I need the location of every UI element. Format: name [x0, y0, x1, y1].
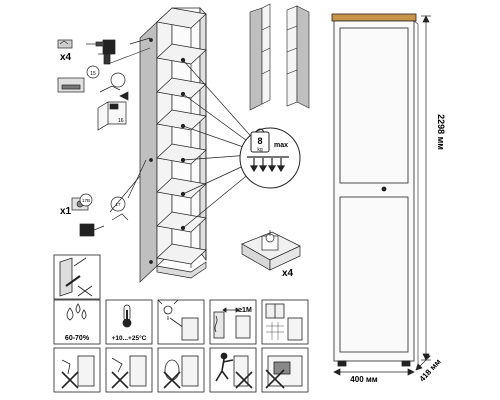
door-upper-panel [339, 27, 409, 184]
wardrobe-body [333, 20, 415, 362]
shelf-leader-lines [180, 57, 257, 231]
screw-count-hinge: x1 [60, 206, 72, 217]
screw-count-top: x4 [60, 52, 72, 63]
door-side-panel [139, 21, 158, 283]
drill-icon [102, 39, 116, 55]
part-code-2: 16 [118, 118, 124, 124]
depth-dimension-label: 418 мм [418, 357, 443, 383]
width-dimension-label: 400 мм [350, 375, 377, 384]
max-load-badge: 8 kg max [239, 127, 301, 189]
leveler-count: x4 [282, 268, 294, 279]
care-icons-row-top [53, 299, 309, 345]
screwdriver-icon [79, 223, 95, 237]
door-knob [381, 186, 387, 192]
dimension-lines [333, 15, 431, 376]
leveler-foot-icon [241, 230, 301, 271]
shelves [156, 43, 207, 265]
wooden-top [331, 13, 417, 22]
distance-label: ≥1M [238, 307, 252, 314]
down-arrows-icon [249, 158, 286, 173]
screw-assembly-detail [57, 39, 129, 131]
assembled-wardrobe [331, 13, 419, 367]
door-lower-panel [339, 196, 409, 353]
load-value: 8 [257, 136, 262, 146]
bracket-icon [57, 39, 73, 49]
thumbnail-door-right [286, 5, 310, 109]
load-qualifier: max [274, 142, 288, 149]
temperature-label: +10...+25°C [112, 334, 147, 342]
height-dimension-label: 2298 мм [436, 114, 446, 150]
part-code-4: 17 [115, 202, 121, 207]
load-unit: kg [257, 147, 263, 153]
door-mount-icon [53, 254, 101, 300]
bottom-plinth [156, 261, 207, 279]
humidity-label: 60-70% [65, 335, 90, 342]
thumbnail-door-left [249, 3, 271, 111]
part-code-1: 15 [90, 71, 96, 77]
exploded-wardrobe [139, 7, 207, 283]
care-icons-row-bottom [53, 347, 309, 393]
part-code-3: 17B [82, 198, 90, 203]
hinge-assembly-detail [71, 159, 147, 237]
